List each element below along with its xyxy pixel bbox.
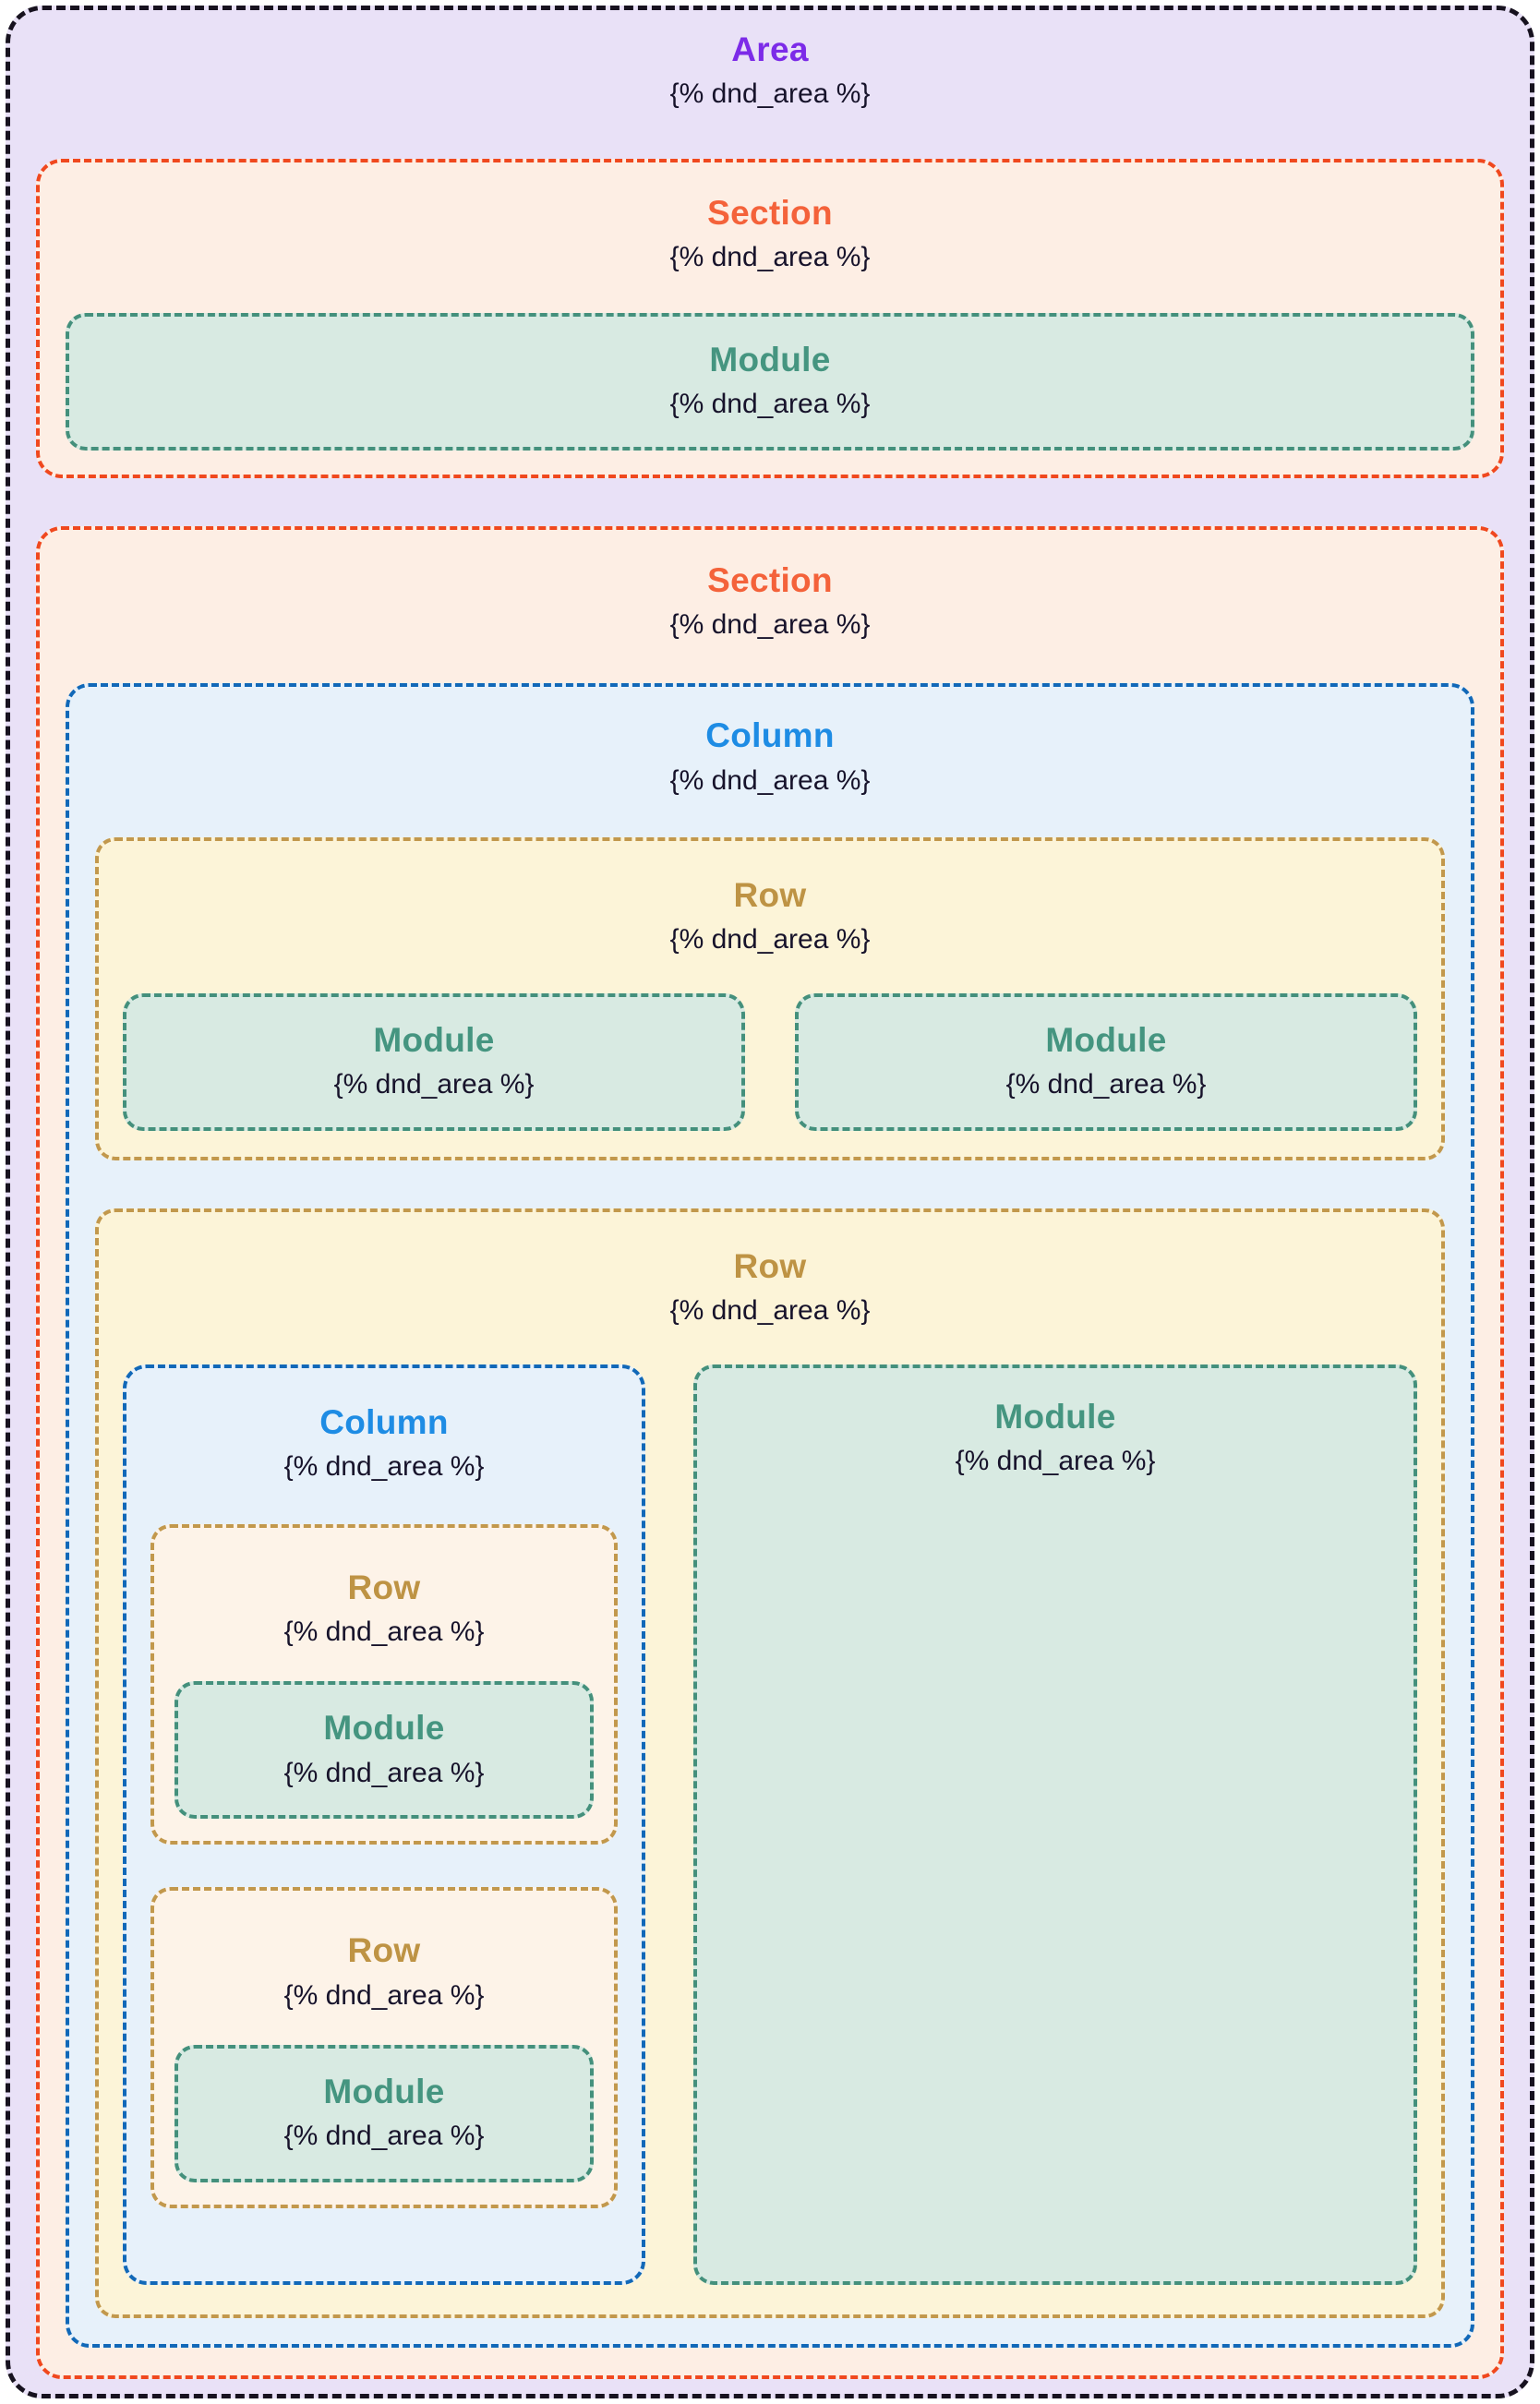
nested-row-1-tag: {% dnd_area %} xyxy=(283,1616,485,1647)
nested-column-tag: {% dnd_area %} xyxy=(283,1451,485,1482)
nested-row-1-module-box: Module {% dnd_area %} xyxy=(174,1681,594,1820)
section-2-box: Section {% dnd_area %} Column {% dnd_are… xyxy=(36,525,1504,2379)
area-tag: {% dnd_area %} xyxy=(669,78,871,110)
area-title: Area xyxy=(731,30,809,68)
row-1-module-2-title: Module xyxy=(1045,1021,1167,1060)
row-1-modules-group: Module {% dnd_area %} Module {% dnd_area… xyxy=(123,993,1417,1131)
section-1-module-title: Module xyxy=(709,340,831,379)
nested-row-2-tag: {% dnd_area %} xyxy=(283,1979,485,2011)
nested-row-2-module-title: Module xyxy=(323,2073,445,2111)
nested-row-2-box: Row {% dnd_area %} Module {% dnd_area %} xyxy=(150,1887,618,2208)
nested-row-2-module-box: Module {% dnd_area %} xyxy=(174,2045,594,2182)
row-1-module-1-tag: {% dnd_area %} xyxy=(333,1069,535,1100)
nested-column-title: Column xyxy=(319,1402,449,1441)
row-1-module-1-title: Module xyxy=(373,1021,495,1060)
row-1-module-2-box: Module {% dnd_area %} xyxy=(795,993,1417,1131)
row-2-box: Row {% dnd_area %} Column {% dnd_area %}… xyxy=(95,1208,1445,2318)
section-2-title: Section xyxy=(707,560,833,599)
section-1-tag: {% dnd_area %} xyxy=(669,242,871,273)
section-1-module-box: Module {% dnd_area %} xyxy=(66,312,1474,451)
row-1-module-2-tag: {% dnd_area %} xyxy=(1005,1069,1207,1100)
section-1-title: Section xyxy=(707,193,833,232)
row-1-module-1-box: Module {% dnd_area %} xyxy=(123,993,745,1131)
row-1-box: Row {% dnd_area %} Module {% dnd_area %}… xyxy=(95,837,1445,1160)
section-1-module-tag: {% dnd_area %} xyxy=(669,388,871,419)
row-2-tag: {% dnd_area %} xyxy=(669,1295,871,1327)
big-module-box: Module {% dnd_area %} xyxy=(693,1364,1417,2285)
section-1-box: Section {% dnd_area %} Module {% dnd_are… xyxy=(36,158,1504,478)
big-module-title: Module xyxy=(994,1397,1116,1436)
nested-row-2-module-tag: {% dnd_area %} xyxy=(283,2121,485,2152)
nested-row-1-module-tag: {% dnd_area %} xyxy=(283,1757,485,1788)
nested-row-1-module-title: Module xyxy=(323,1709,445,1748)
row-2-children-group: Column {% dnd_area %} Row {% dnd_area %}… xyxy=(123,1364,1417,2285)
big-module-tag: {% dnd_area %} xyxy=(955,1446,1156,1476)
row-1-title: Row xyxy=(733,876,807,915)
nested-row-1-title: Row xyxy=(347,1568,421,1606)
column-box: Column {% dnd_area %} Row {% dnd_area %}… xyxy=(66,683,1474,2348)
nested-row-2-title: Row xyxy=(347,1931,421,1970)
row-2-title: Row xyxy=(733,1246,807,1285)
area-box: Area {% dnd_area %} Section {% dnd_area … xyxy=(6,6,1534,2398)
section-2-tag: {% dnd_area %} xyxy=(669,608,871,640)
column-tag: {% dnd_area %} xyxy=(669,764,871,796)
row-1-tag: {% dnd_area %} xyxy=(669,924,871,956)
nested-row-1-box: Row {% dnd_area %} Module {% dnd_area %} xyxy=(150,1523,618,1845)
column-title: Column xyxy=(705,716,835,755)
nested-column-box: Column {% dnd_area %} Row {% dnd_area %}… xyxy=(123,1364,645,2285)
